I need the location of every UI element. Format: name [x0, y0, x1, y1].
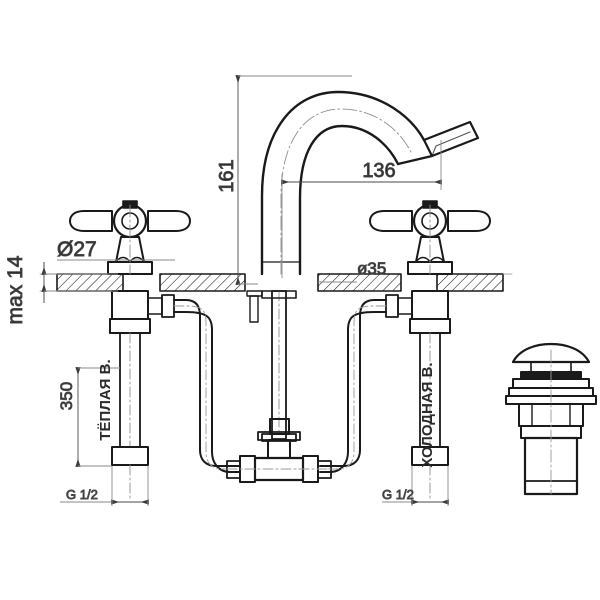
dimension-thread-left: G 1/2 [60, 466, 149, 506]
dimension-supply-length: 350 [57, 367, 120, 467]
flexible-hose-hot [173, 299, 241, 473]
label-cold-water: ХОЛОДНАЯ В. [419, 362, 436, 467]
dimension-350-label: 350 [57, 382, 76, 410]
dimension-thread-right: G 1/2 [382, 466, 449, 506]
dimension-handle-diameter: Ø27 [57, 238, 175, 261]
valve-body-cold [385, 290, 451, 501]
thread-left-label: G 1/2 [66, 487, 98, 502]
pop-up-waste-drain [505, 342, 597, 496]
gooseneck-spout [260, 90, 480, 276]
label-hot-water: ТЁПЛАЯ В. [97, 359, 114, 440]
dimension-max14-label: max 14 [4, 255, 27, 324]
dimension-spout-reach: 136 [281, 140, 442, 278]
valve-body-hot [109, 290, 175, 501]
dimension-161-label: 161 [216, 159, 238, 192]
flexible-hose-cold [319, 299, 387, 473]
dimension-d35-label: ø35 [357, 259, 386, 278]
counter-deck-section [39, 273, 513, 292]
spout-shank [246, 290, 301, 441]
dimension-136-label: 136 [362, 160, 395, 182]
tee-junction [226, 418, 332, 483]
dimension-d27-label: Ø27 [57, 238, 97, 261]
cross-handle-hot [69, 200, 191, 275]
dimension-spout-height: 161 [216, 75, 352, 285]
cross-handle-cold [369, 200, 491, 275]
dimension-spout-base-diameter: ø35 [318, 259, 387, 283]
dimension-deck-thickness: max 14 [4, 255, 118, 325]
thread-right-label: G 1/2 [382, 487, 414, 502]
